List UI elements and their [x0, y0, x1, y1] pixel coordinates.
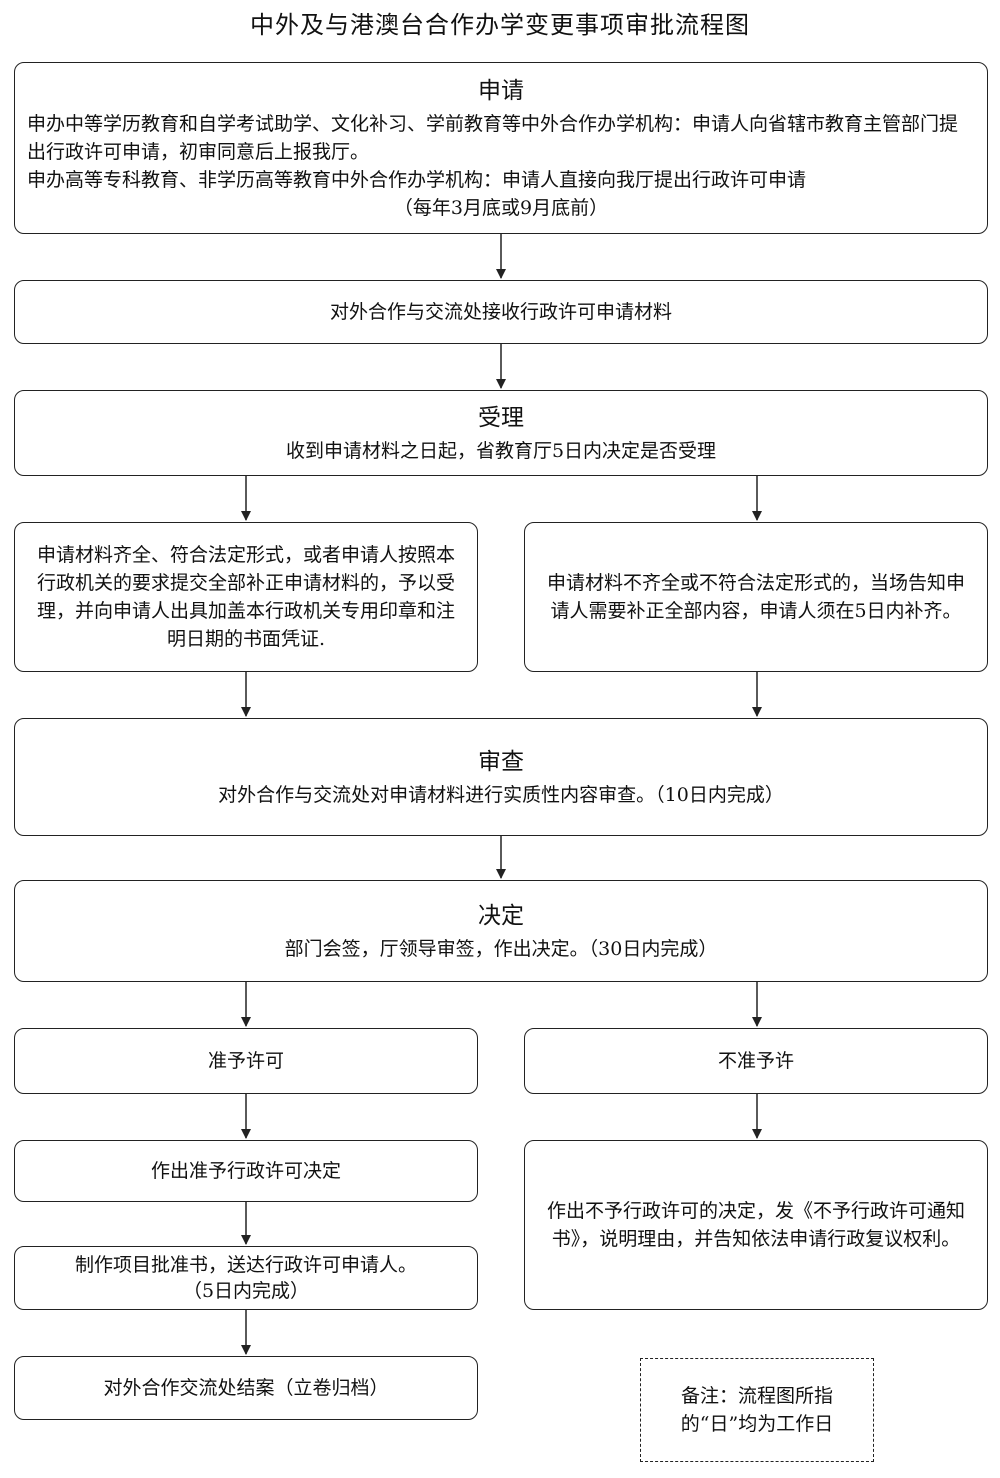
decision-text: 部门会签，厅领导审签，作出决定。（30日内完成） [284, 938, 718, 960]
apply-box: 申请 申办中等学历教育和自学考试助学、文化补习、学前教育等中外合作办学机构：申请… [14, 62, 988, 234]
grant-decision-text: 作出准予行政许可决定 [150, 1160, 341, 1182]
deny-decision-text: 作出不予行政许可的决定，发《不予行政许可通知书》，说明理由，并告知依法申请行政复… [546, 1200, 965, 1250]
decision-heading: 决定 [478, 903, 524, 929]
accept-no-text: 申请材料不齐全或不符合法定形式的，当场告知申请人需要补正全部内容，申请人须在5日… [546, 572, 965, 622]
deny-text: 不准予许 [717, 1050, 794, 1072]
page-title: 中外及与港澳台合作办学变更事项审批流程图 [250, 11, 750, 39]
grant-box: 准予许可 [14, 1028, 478, 1094]
accept-no-box: 申请材料不齐全或不符合法定形式的，当场告知申请人需要补正全部内容，申请人须在5日… [524, 522, 988, 672]
apply-deadline: （每年3月底或9月底前） [393, 197, 609, 219]
apply-text-secondary: 申办中等学历教育和自学考试助学、文化补习、学前教育等中外合作办学机构：申请人向省… [27, 113, 959, 163]
deny-box: 不准予许 [524, 1028, 988, 1094]
issue-text: 制作项目批准书，送达行政许可申请人。 [74, 1254, 417, 1276]
review-box: 审查 对外合作与交流处对申请材料进行实质性内容审查。（10日内完成） [14, 718, 988, 836]
issue-box: 制作项目批准书，送达行政许可申请人。 （5日内完成） [14, 1246, 478, 1310]
review-heading: 审查 [478, 749, 524, 775]
receive-box: 对外合作与交流处接收行政许可申请材料 [14, 280, 988, 344]
archive-box: 对外合作交流处结案（立卷归档） [14, 1356, 478, 1420]
accept-box: 受理 收到申请材料之日起，省教育厅5日内决定是否受理 [14, 390, 988, 476]
apply-heading: 申请 [478, 78, 524, 104]
deny-decision-box: 作出不予行政许可的决定，发《不予行政许可通知书》，说明理由，并告知依法申请行政复… [524, 1140, 988, 1310]
grant-text: 准予许可 [207, 1050, 284, 1072]
note-text: 备注：流程图所指的“日”均为工作日 [680, 1385, 834, 1435]
apply-text-higher: 申办高等专科教育、非学历高等教育中外合作办学机构：申请人直接向我厅提出行政许可申… [27, 169, 807, 191]
accept-text: 收到申请材料之日起，省教育厅5日内决定是否受理 [285, 440, 717, 462]
review-text: 对外合作与交流处对申请材料进行实质性内容审查。（10日内完成） [218, 784, 784, 806]
accept-yes-text: 申请材料齐全、符合法定形式，或者申请人按照本行政机关的要求提交全部补正申请材料的… [36, 544, 455, 650]
accept-yes-box: 申请材料齐全、符合法定形式，或者申请人按照本行政机关的要求提交全部补正申请材料的… [14, 522, 478, 672]
receive-text: 对外合作与交流处接收行政许可申请材料 [329, 301, 672, 323]
note-box: 备注：流程图所指的“日”均为工作日 [640, 1358, 874, 1462]
issue-deadline: （5日内完成） [182, 1280, 310, 1302]
decision-box: 决定 部门会签，厅领导审签，作出决定。（30日内完成） [14, 880, 988, 982]
grant-decision-box: 作出准予行政许可决定 [14, 1140, 478, 1202]
archive-text: 对外合作交流处结案（立卷归档） [103, 1377, 389, 1399]
accept-heading: 受理 [478, 405, 524, 431]
